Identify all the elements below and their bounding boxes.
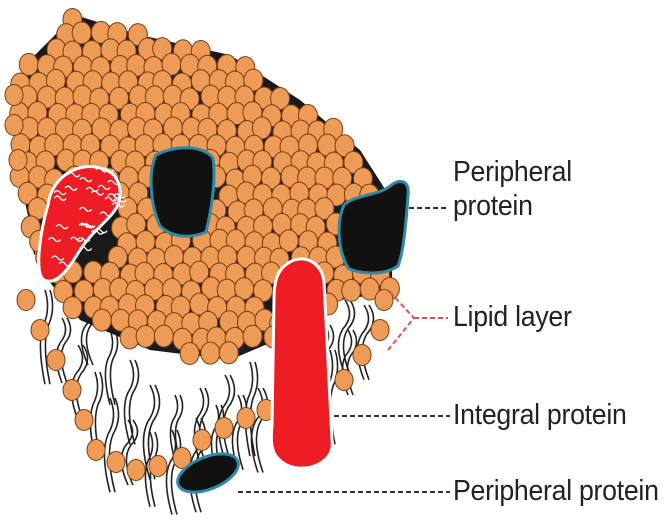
label-lipid-layer: Lipid layer <box>453 300 572 334</box>
label-peripheral-protein-top: Peripheral protein <box>453 155 591 223</box>
label-peripheral-protein-bottom-text: Peripheral protein <box>453 475 659 507</box>
label-integral-protein-text: Integral protein <box>453 399 627 431</box>
label-lipid-layer-text: Lipid layer <box>453 301 572 333</box>
label-peripheral-protein-top-text: Peripheral protein <box>453 155 591 223</box>
label-peripheral-protein-bottom: Peripheral protein <box>453 474 659 508</box>
label-integral-protein: Integral protein <box>453 398 627 432</box>
lipid-layer-bracket <box>388 292 448 350</box>
integral-protein <box>271 259 332 468</box>
peripheral-protein-center <box>151 148 214 237</box>
